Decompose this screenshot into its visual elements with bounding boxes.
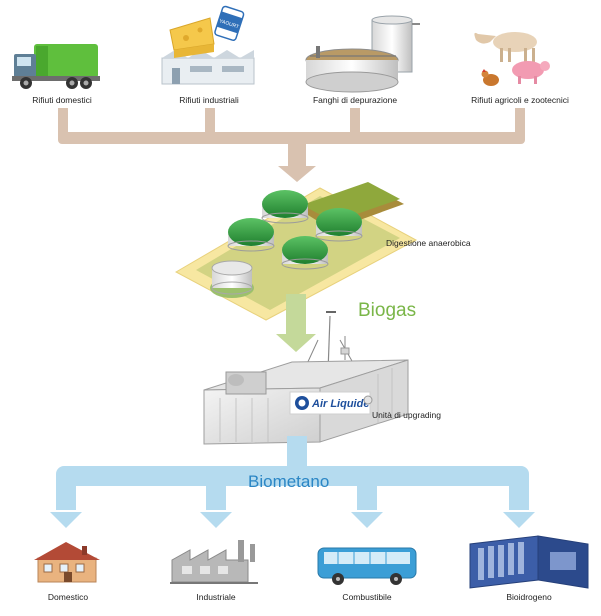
use-label-fuel: Combustibile <box>342 592 392 602</box>
digestion-label: Digestione anaerobica <box>386 238 471 248</box>
farm-animals-icon <box>474 32 550 86</box>
upgrading-label: Unità di upgrading <box>372 410 441 420</box>
industrial-arrow-icon <box>200 512 232 528</box>
garbage-truck-icon <box>12 44 100 89</box>
source-label-domestic: Rifiuti domestici <box>32 95 92 105</box>
anaerobic-digestion-plant <box>174 182 418 321</box>
biohydrogen-arrow-icon <box>503 512 535 528</box>
use-label-domestic: Domestico <box>47 592 89 602</box>
collection-arrow-icon <box>278 166 316 182</box>
digester-2 <box>315 208 363 242</box>
house-icon <box>34 542 100 583</box>
brand-logo-text: Air Liquide <box>311 398 369 410</box>
hydrogen-unit-icon <box>469 535 589 589</box>
factory-icon <box>170 540 258 584</box>
collection-pipe <box>58 108 525 182</box>
sludge-treatment-icon <box>305 15 420 93</box>
domestic-arrow-icon <box>50 512 82 528</box>
bus-icon <box>317 547 417 585</box>
digester-3 <box>227 218 275 252</box>
industrial-waste-icon: YAOURT <box>161 5 255 85</box>
biogas-label: Biogas <box>358 300 417 321</box>
biomethane-label: Biometano <box>248 472 330 491</box>
source-label-agri: Rifiuti agricoli e zootecnici <box>471 95 569 105</box>
use-label-industrial: Industriale <box>196 592 236 602</box>
use-label-biohydrogen: Bioidrogeno <box>506 592 552 602</box>
upgrading-unit: Air Liquide <box>203 311 409 445</box>
distribution-pipe <box>50 436 535 528</box>
source-label-sludge: Fanghi di depurazione <box>312 95 398 105</box>
fuel-arrow-icon <box>351 512 383 528</box>
biogas-flow-arrow <box>276 294 316 352</box>
digester-1 <box>261 190 309 224</box>
source-label-industrial: Rifiuti industriali <box>179 95 239 105</box>
digester-4 <box>281 236 329 270</box>
